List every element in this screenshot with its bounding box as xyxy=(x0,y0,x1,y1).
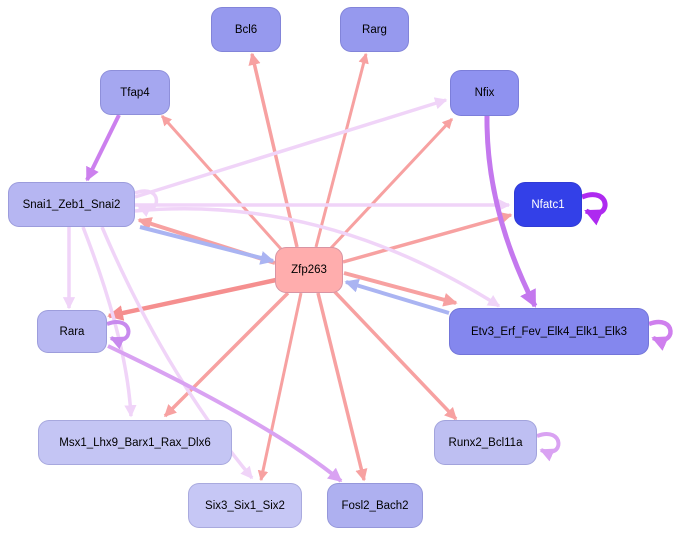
node-tfap4: Tfap4 xyxy=(100,70,170,115)
edge-zfp263-to-tfap4 xyxy=(160,114,283,251)
node-label-bcl6: Bcl6 xyxy=(234,23,258,36)
edge-snai1-to-zfp263 xyxy=(139,225,275,265)
node-bcl6: Bcl6 xyxy=(211,7,281,52)
node-label-six3: Six3_Six1_Six2 xyxy=(205,499,285,512)
node-label-zfp263: Zfp263 xyxy=(291,264,327,276)
node-rarg: Rarg xyxy=(340,7,409,52)
edge-zfp263-to-rarg xyxy=(314,52,369,248)
node-etv3: Etv3_Erf_Fev_Elk4_Elk1_Elk3 xyxy=(449,308,649,355)
edge-etv3-self-loop xyxy=(648,319,673,351)
edge-nfix-to-etv3 xyxy=(484,115,538,308)
edge-snai1-to-etv3 xyxy=(134,207,501,308)
edge-snai1-to-msx1 xyxy=(81,226,137,418)
node-label-nfatc1: Nfatc1 xyxy=(531,198,565,211)
edge-zfp263-to-rara xyxy=(107,277,277,321)
node-label-tfap4: Tfap4 xyxy=(120,86,150,99)
node-label-rara: Rara xyxy=(59,325,85,338)
edge-rara-to-fosl2 xyxy=(107,344,343,483)
edge-nfatc1-self-loop xyxy=(581,192,608,226)
edge-etv3-to-zfp263 xyxy=(344,278,450,315)
edge-snai1-to-nfix xyxy=(134,97,448,199)
node-zfp263: Zfp263 xyxy=(275,247,343,293)
edge-rara-self-loop xyxy=(106,320,131,350)
node-fosl2: Fosl2_Bach2 xyxy=(327,483,423,528)
node-label-nfix: Nfix xyxy=(474,87,495,99)
node-msx1: Msx1_Lhx9_Barx1_Rax_Dlx6 xyxy=(38,420,232,465)
edge-runx2-self-loop xyxy=(536,432,561,462)
node-label-etv3: Etv3_Erf_Fev_Elk4_Elk1_Elk3 xyxy=(471,325,627,338)
edge-zfp263-to-etv3 xyxy=(343,271,458,307)
edge-zfp263-to-msx1 xyxy=(163,291,290,418)
edge-zfp263-to-bcl6 xyxy=(248,52,299,248)
edge-zfp263-to-nfix xyxy=(329,117,454,250)
edge-zfp263-to-nfatc1 xyxy=(342,212,513,264)
edge-zfp263-to-fosl2 xyxy=(316,292,368,482)
node-label-fosl2: Fosl2_Bach2 xyxy=(341,499,409,512)
node-six3: Six3_Six1_Six2 xyxy=(188,483,302,528)
edge-zfp263-to-runx2 xyxy=(332,289,458,421)
node-snai1: Snai1_Zeb1_Snai2 xyxy=(8,182,135,227)
edge-snai1-self-loop xyxy=(134,189,159,217)
node-label-msx1: Msx1_Lhx9_Barx1_Rax_Dlx6 xyxy=(59,436,211,449)
node-rara: Rara xyxy=(37,310,107,353)
node-runx2: Runx2_Bcl11a xyxy=(434,420,537,465)
node-nfatc1: Nfatc1 xyxy=(514,182,582,227)
node-label-rarg: Rarg xyxy=(362,23,387,36)
node-label-snai1: Snai1_Zeb1_Snai2 xyxy=(22,198,121,211)
edge-tfap4-to-snai1 xyxy=(85,114,121,182)
node-nfix: Nfix xyxy=(450,70,519,116)
node-label-runx2: Runx2_Bcl11a xyxy=(448,436,523,449)
edge-zfp263-to-six3 xyxy=(257,292,303,482)
